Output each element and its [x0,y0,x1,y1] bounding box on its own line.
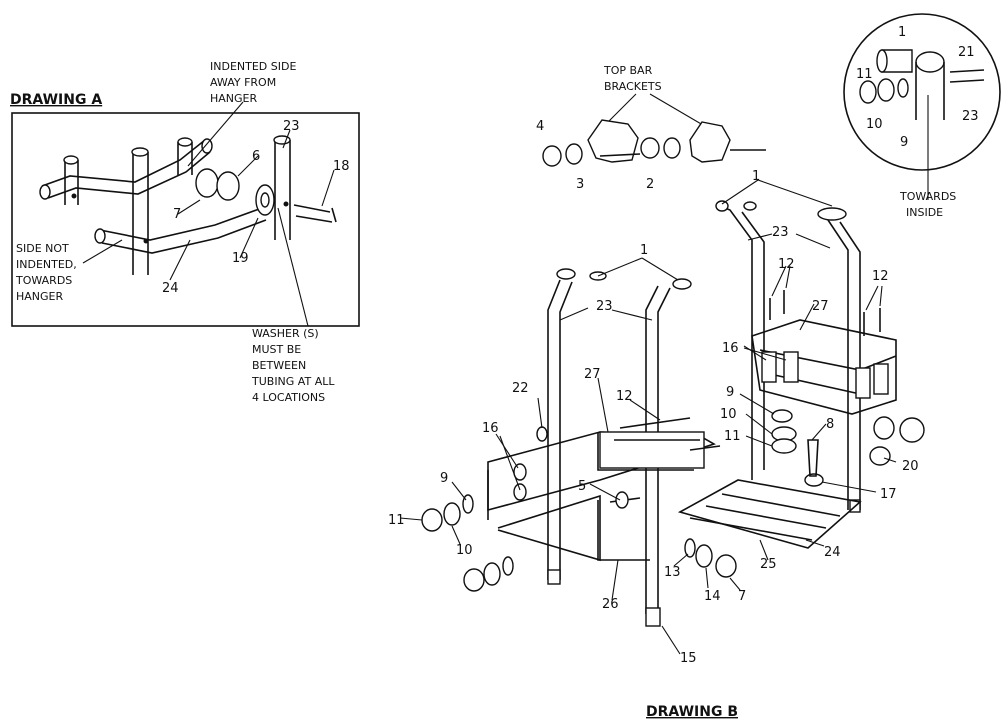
callout-bl-22: 22 [512,381,529,396]
callout-a-7: 7 [173,207,181,222]
note-washer-line-5: 4 LOCATIONS [252,391,325,404]
callout-d-1: 1 [898,25,906,40]
callout-br-1: 1 [752,169,760,184]
callout-br-23: 23 [772,225,789,240]
callout-a-24: 24 [162,281,179,296]
callout-br-27: 27 [812,299,829,314]
note-towards-line-1: TOWARDS [899,190,956,203]
note-top-bar-line-2: BRACKETS [604,80,662,93]
note-washer-line-1: WASHER (S) [252,327,319,340]
note-indented-line-1: INDENTED SIDE [210,60,296,73]
drawing-a-hanger [39,135,337,275]
callout-br-10: 10 [720,407,737,422]
callout-d-10: 10 [866,117,883,132]
callout-br-25: 25 [760,557,777,572]
callout-b-4: 4 [536,119,544,134]
callout-bl-1: 1 [640,243,648,258]
callout-bl-14: 14 [704,589,721,604]
detail-circle [843,13,1001,171]
callout-bl-12: 12 [616,389,633,404]
note-side-line-3: TOWARDS [15,274,72,287]
note-washer-line-2: MUST BE [252,343,301,356]
callout-bl-13: 13 [664,565,681,580]
callout-a-23: 23 [283,119,300,134]
callout-b-2: 2 [646,177,654,192]
callout-bl-11: 11 [388,513,405,528]
callout-br-17: 17 [880,487,897,502]
callout-a-6: 6 [252,149,260,164]
callout-d-21: 21 [958,45,975,60]
note-washer-line-4: TUBING AT ALL [251,375,335,388]
callout-d-9: 9 [900,135,908,150]
callout-bl-26: 26 [602,597,619,612]
note-towards-line-2: INSIDE [906,206,943,219]
callout-a-19: 19 [232,251,249,266]
callout-br-9: 9 [726,385,734,400]
callout-b-3: 3 [576,177,584,192]
note-side-line-2: INDENTED, [16,258,77,271]
callout-bl-15: 15 [680,651,697,666]
callout-bl-16: 16 [482,421,499,436]
callout-bl-10: 10 [456,543,473,558]
callout-br-11: 11 [724,429,741,444]
note-side-line-4: HANGER [16,290,63,303]
callout-br-16: 16 [722,341,739,356]
detail-inset: 1 21 11 10 9 23 TOWARDS INSIDE [843,13,1001,219]
callout-br-12b: 12 [872,269,889,284]
callout-bl-5: 5 [578,479,586,494]
drawing-b-left-frame: 1 23 22 27 12 16 9 11 10 5 26 13 14 7 15 [388,243,746,666]
callout-br-12a: 12 [778,257,795,272]
callout-d-23: 23 [962,109,979,124]
top-bar-brackets: TOP BAR BRACKETS 4 3 2 [536,64,766,192]
note-side-line-1: SIDE NOT [16,242,69,255]
callout-br-20: 20 [902,459,919,474]
callout-bl-27: 27 [584,367,601,382]
note-indented-line-3: HANGER [210,92,257,105]
note-top-bar-line-1: TOP BAR [603,64,653,77]
note-washer-line-3: BETWEEN [252,359,306,372]
drawing-a-title: DRAWING A [10,92,102,108]
note-indented-line-2: AWAY FROM [210,76,276,89]
callout-bl-7: 7 [738,589,746,604]
callout-a-18: 18 [333,159,350,174]
drawing-a-frame [11,112,360,327]
callout-br-24: 24 [824,545,841,560]
callout-d-11: 11 [856,67,873,82]
callout-br-8: 8 [826,417,834,432]
drawing-a: DRAWING A [10,60,360,404]
callout-bl-23: 23 [596,299,613,314]
callout-bl-9: 9 [440,471,448,486]
drawing-b-right-frame: 1 23 12 12 27 16 9 10 11 8 20 17 24 25 [677,169,925,572]
drawing-b-title: DRAWING B [646,704,738,720]
